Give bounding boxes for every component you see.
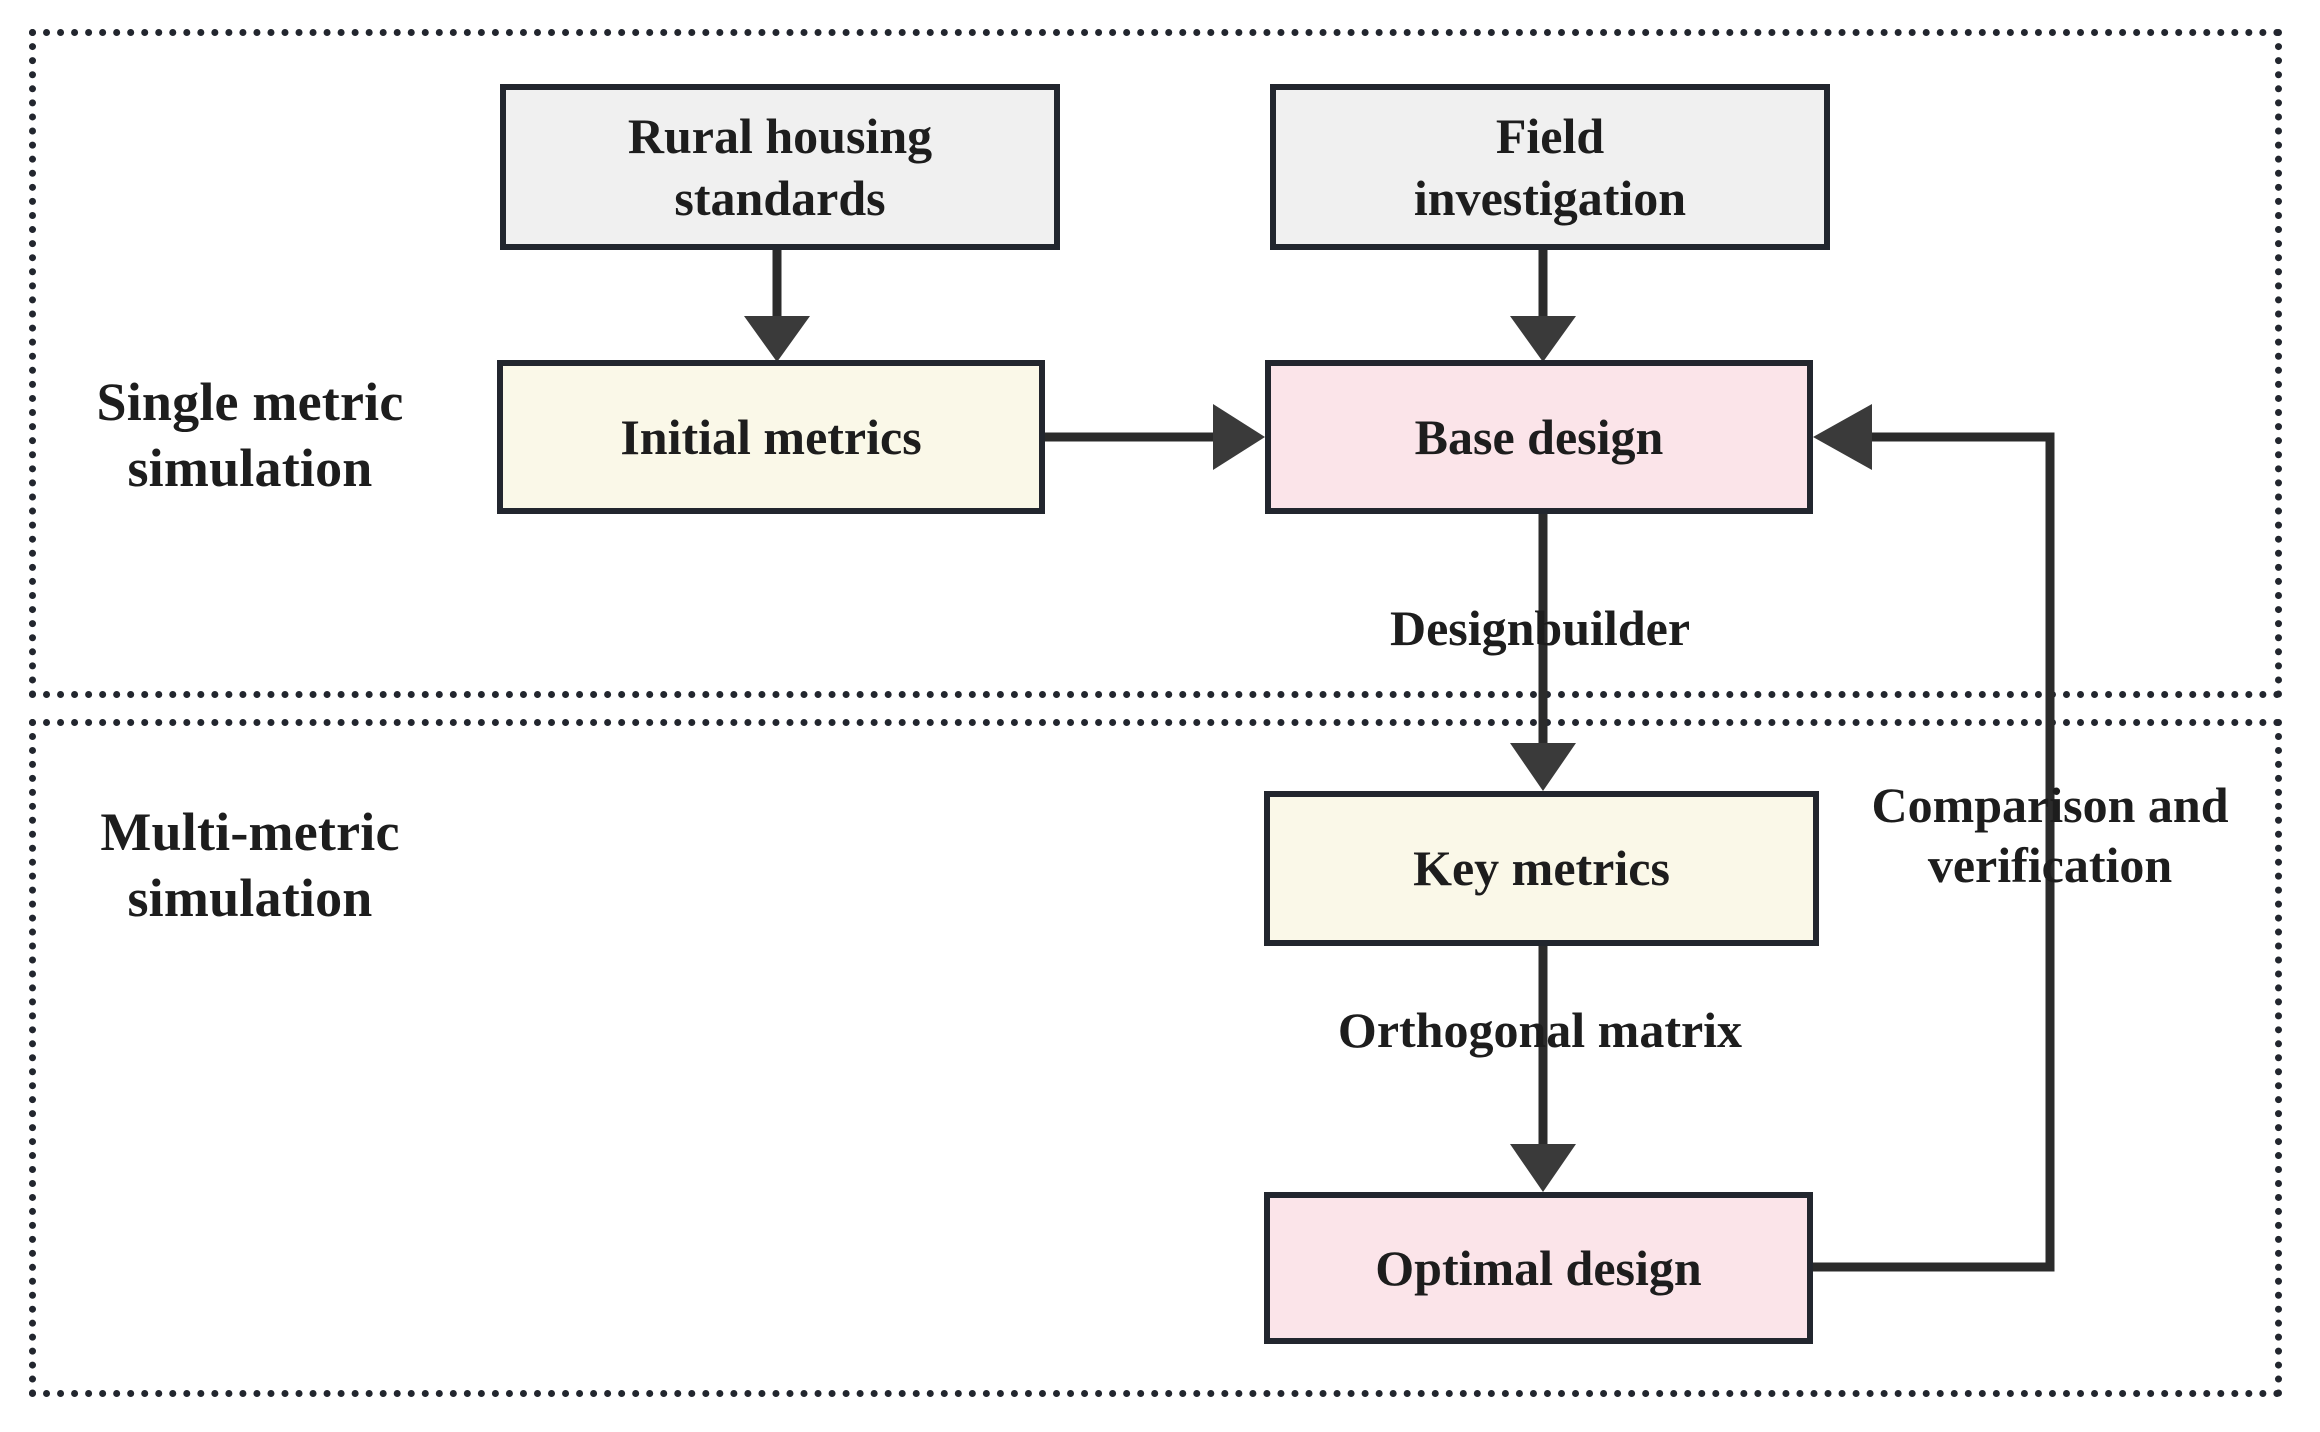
node-optimal-design[interactable]: Optimal design bbox=[1264, 1192, 1813, 1344]
edge-label-designbuilder: Designbuilder bbox=[1389, 600, 1691, 656]
node-base-design[interactable]: Base design bbox=[1265, 360, 1813, 514]
node-initial-metrics[interactable]: Initial metrics bbox=[497, 360, 1045, 514]
edge-label-comparison-and-verification: Comparison and verification bbox=[1871, 777, 2229, 893]
section-frame-multi-metric bbox=[29, 719, 2282, 1397]
edge-label-orthogonal-matrix: Orthogonal matrix bbox=[1337, 1002, 1743, 1058]
section-frame-single-metric bbox=[29, 29, 2282, 698]
section-label-multi-metric: Multi-metric simulation bbox=[100, 802, 400, 928]
node-field-investigation[interactable]: Field investigation bbox=[1270, 84, 1830, 250]
node-key-metrics[interactable]: Key metrics bbox=[1264, 791, 1819, 946]
section-label-single-metric: Single metric simulation bbox=[96, 372, 404, 498]
node-rural-housing-standards[interactable]: Rural housing standards bbox=[500, 84, 1060, 250]
